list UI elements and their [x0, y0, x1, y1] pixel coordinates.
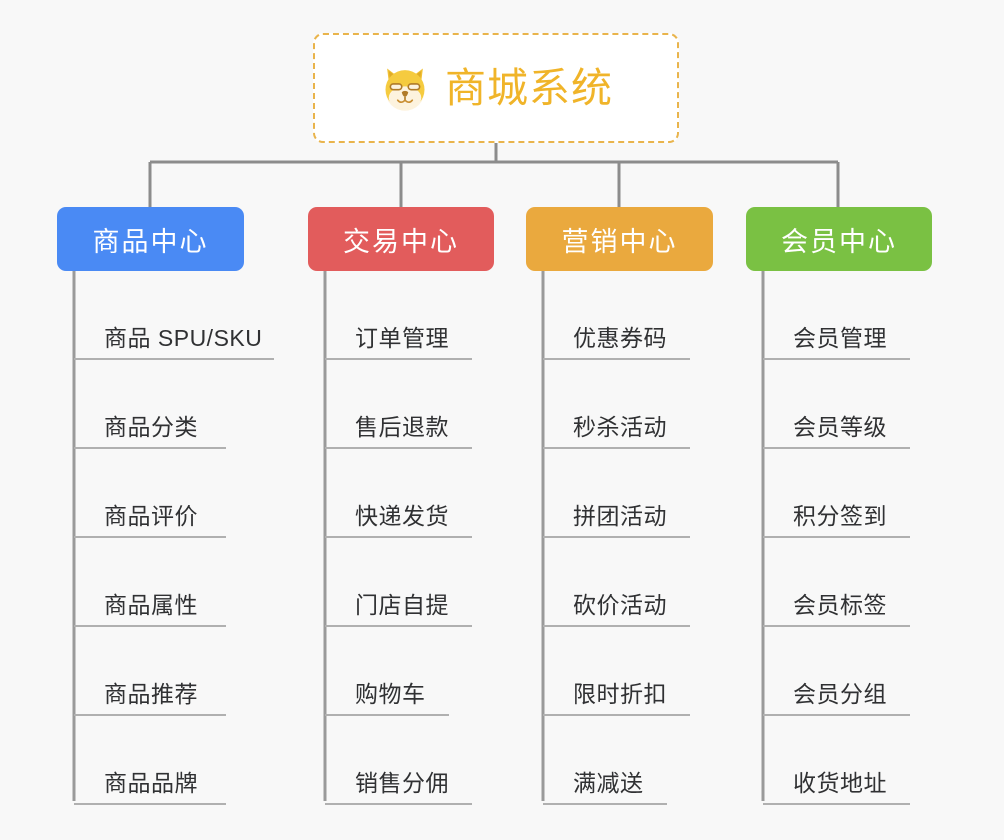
leaf-underline: [74, 714, 226, 716]
leaf-underline: [325, 358, 472, 360]
leaf-item[interactable]: 砍价活动: [543, 538, 713, 627]
root-title: 商城系统: [445, 64, 613, 111]
leaf-item[interactable]: 售后退款: [325, 360, 494, 449]
leaf-list-4: 会员管理 会员等级 积分签到 会员标签 会员分组 收货地址: [746, 271, 932, 805]
leaf-underline: [543, 803, 667, 805]
leaf-label: 门店自提: [355, 592, 449, 618]
leaf-item[interactable]: 会员管理: [763, 271, 932, 360]
leaf-underline: [325, 625, 472, 627]
shiba-dog-face-icon: [385, 68, 425, 111]
leaf-item[interactable]: 商品品牌: [74, 716, 262, 805]
leaf-label: 快递发货: [355, 503, 449, 529]
leaf-item[interactable]: 优惠券码: [543, 271, 713, 360]
leaf-item[interactable]: 满减送: [543, 716, 713, 805]
leaf-item[interactable]: 门店自提: [325, 538, 494, 627]
leaf-label: 商品推荐: [104, 681, 198, 707]
leaf-underline: [325, 803, 472, 805]
leaf-list-1: 商品 SPU/SKU 商品分类 商品评价 商品属性 商品推荐 商品品牌: [57, 271, 274, 805]
leaf-item[interactable]: 订单管理: [325, 271, 494, 360]
leaf-underline: [74, 803, 226, 805]
leaf-item[interactable]: 销售分佣: [325, 716, 494, 805]
leaf-underline: [74, 447, 226, 449]
leaf-item[interactable]: 会员分组: [763, 627, 932, 716]
leaf-label: 会员标签: [793, 592, 887, 618]
leaf-underline: [763, 536, 910, 538]
leaf-label: 商品属性: [104, 592, 198, 618]
leaf-underline: [543, 536, 690, 538]
leaf-list-2: 订单管理 售后退款 快递发货 门店自提 购物车 销售分佣: [308, 271, 494, 805]
leaf-label: 会员管理: [793, 325, 887, 351]
leaf-label: 订单管理: [355, 325, 449, 351]
branch-header-label: 会员中心: [781, 226, 897, 257]
branch-header-label: 商品中心: [92, 226, 209, 257]
branch-column-1: 商品中心 商品 SPU/SKU 商品分类 商品评价 商品属性 商品推荐: [57, 207, 274, 805]
root-node[interactable]: 商城系统: [313, 33, 679, 143]
branch-header-label: 交易中心: [343, 226, 459, 257]
leaf-label: 收货地址: [793, 770, 887, 796]
leaf-underline: [325, 536, 472, 538]
leaf-item[interactable]: 拼团活动: [543, 449, 713, 538]
leaf-underline: [543, 358, 690, 360]
leaf-label: 拼团活动: [573, 503, 667, 529]
leaf-underline: [763, 447, 910, 449]
leaf-label: 购物车: [355, 681, 426, 707]
leaf-item[interactable]: 收货地址: [763, 716, 932, 805]
branch-column-2: 交易中心 订单管理 售后退款 快递发货 门店自提 购物车: [308, 207, 494, 805]
branch-header-4[interactable]: 会员中心: [746, 207, 932, 271]
leaf-underline: [543, 447, 690, 449]
leaf-underline: [543, 714, 690, 716]
leaf-item[interactable]: 积分签到: [763, 449, 932, 538]
leaf-item[interactable]: 商品 SPU/SKU: [74, 271, 274, 360]
leaf-underline: [763, 358, 910, 360]
leaf-underline: [74, 625, 226, 627]
leaf-item[interactable]: 快递发货: [325, 449, 494, 538]
leaf-underline: [74, 358, 274, 360]
leaf-underline: [325, 447, 472, 449]
leaf-underline: [74, 536, 226, 538]
leaf-list-3: 优惠券码 秒杀活动 拼团活动 砍价活动 限时折扣 满减送: [526, 271, 713, 805]
leaf-label: 砍价活动: [573, 592, 667, 618]
leaf-item[interactable]: 商品推荐: [74, 627, 262, 716]
leaf-item[interactable]: 会员标签: [763, 538, 932, 627]
leaf-underline: [763, 625, 910, 627]
leaf-underline: [763, 714, 910, 716]
leaf-label: 秒杀活动: [573, 414, 667, 440]
leaf-label: 积分签到: [793, 503, 887, 529]
leaf-label: 商品分类: [104, 414, 198, 440]
leaf-item[interactable]: 会员等级: [763, 360, 932, 449]
leaf-item[interactable]: 商品属性: [74, 538, 262, 627]
branch-header-2[interactable]: 交易中心: [308, 207, 494, 271]
leaf-item[interactable]: 购物车: [325, 627, 494, 716]
leaf-underline: [543, 625, 690, 627]
leaf-label: 限时折扣: [573, 681, 667, 707]
branch-header-3[interactable]: 营销中心: [526, 207, 713, 271]
leaf-item[interactable]: 商品分类: [74, 360, 262, 449]
leaf-item[interactable]: 限时折扣: [543, 627, 713, 716]
branch-header-1[interactable]: 商品中心: [57, 207, 244, 271]
leaf-item[interactable]: 秒杀活动: [543, 360, 713, 449]
leaf-label: 会员分组: [793, 681, 887, 707]
leaf-label: 商品评价: [104, 503, 198, 529]
leaf-label: 优惠券码: [573, 325, 667, 351]
leaf-underline: [763, 803, 910, 805]
leaf-label: 售后退款: [355, 414, 449, 440]
leaf-label: 商品品牌: [104, 770, 198, 796]
branch-column-4: 会员中心 会员管理 会员等级 积分签到 会员标签 会员分组: [746, 207, 932, 805]
branch-column-3: 营销中心 优惠券码 秒杀活动 拼团活动 砍价活动 限时折扣: [526, 207, 713, 805]
leaf-underline: [325, 714, 449, 716]
leaf-label: 满减送: [573, 770, 644, 796]
leaf-label: 销售分佣: [355, 770, 449, 796]
leaf-item[interactable]: 商品评价: [74, 449, 262, 538]
leaf-label: 商品 SPU/SKU: [104, 325, 263, 351]
leaf-label: 会员等级: [793, 414, 887, 440]
branch-header-label: 营销中心: [561, 226, 678, 257]
